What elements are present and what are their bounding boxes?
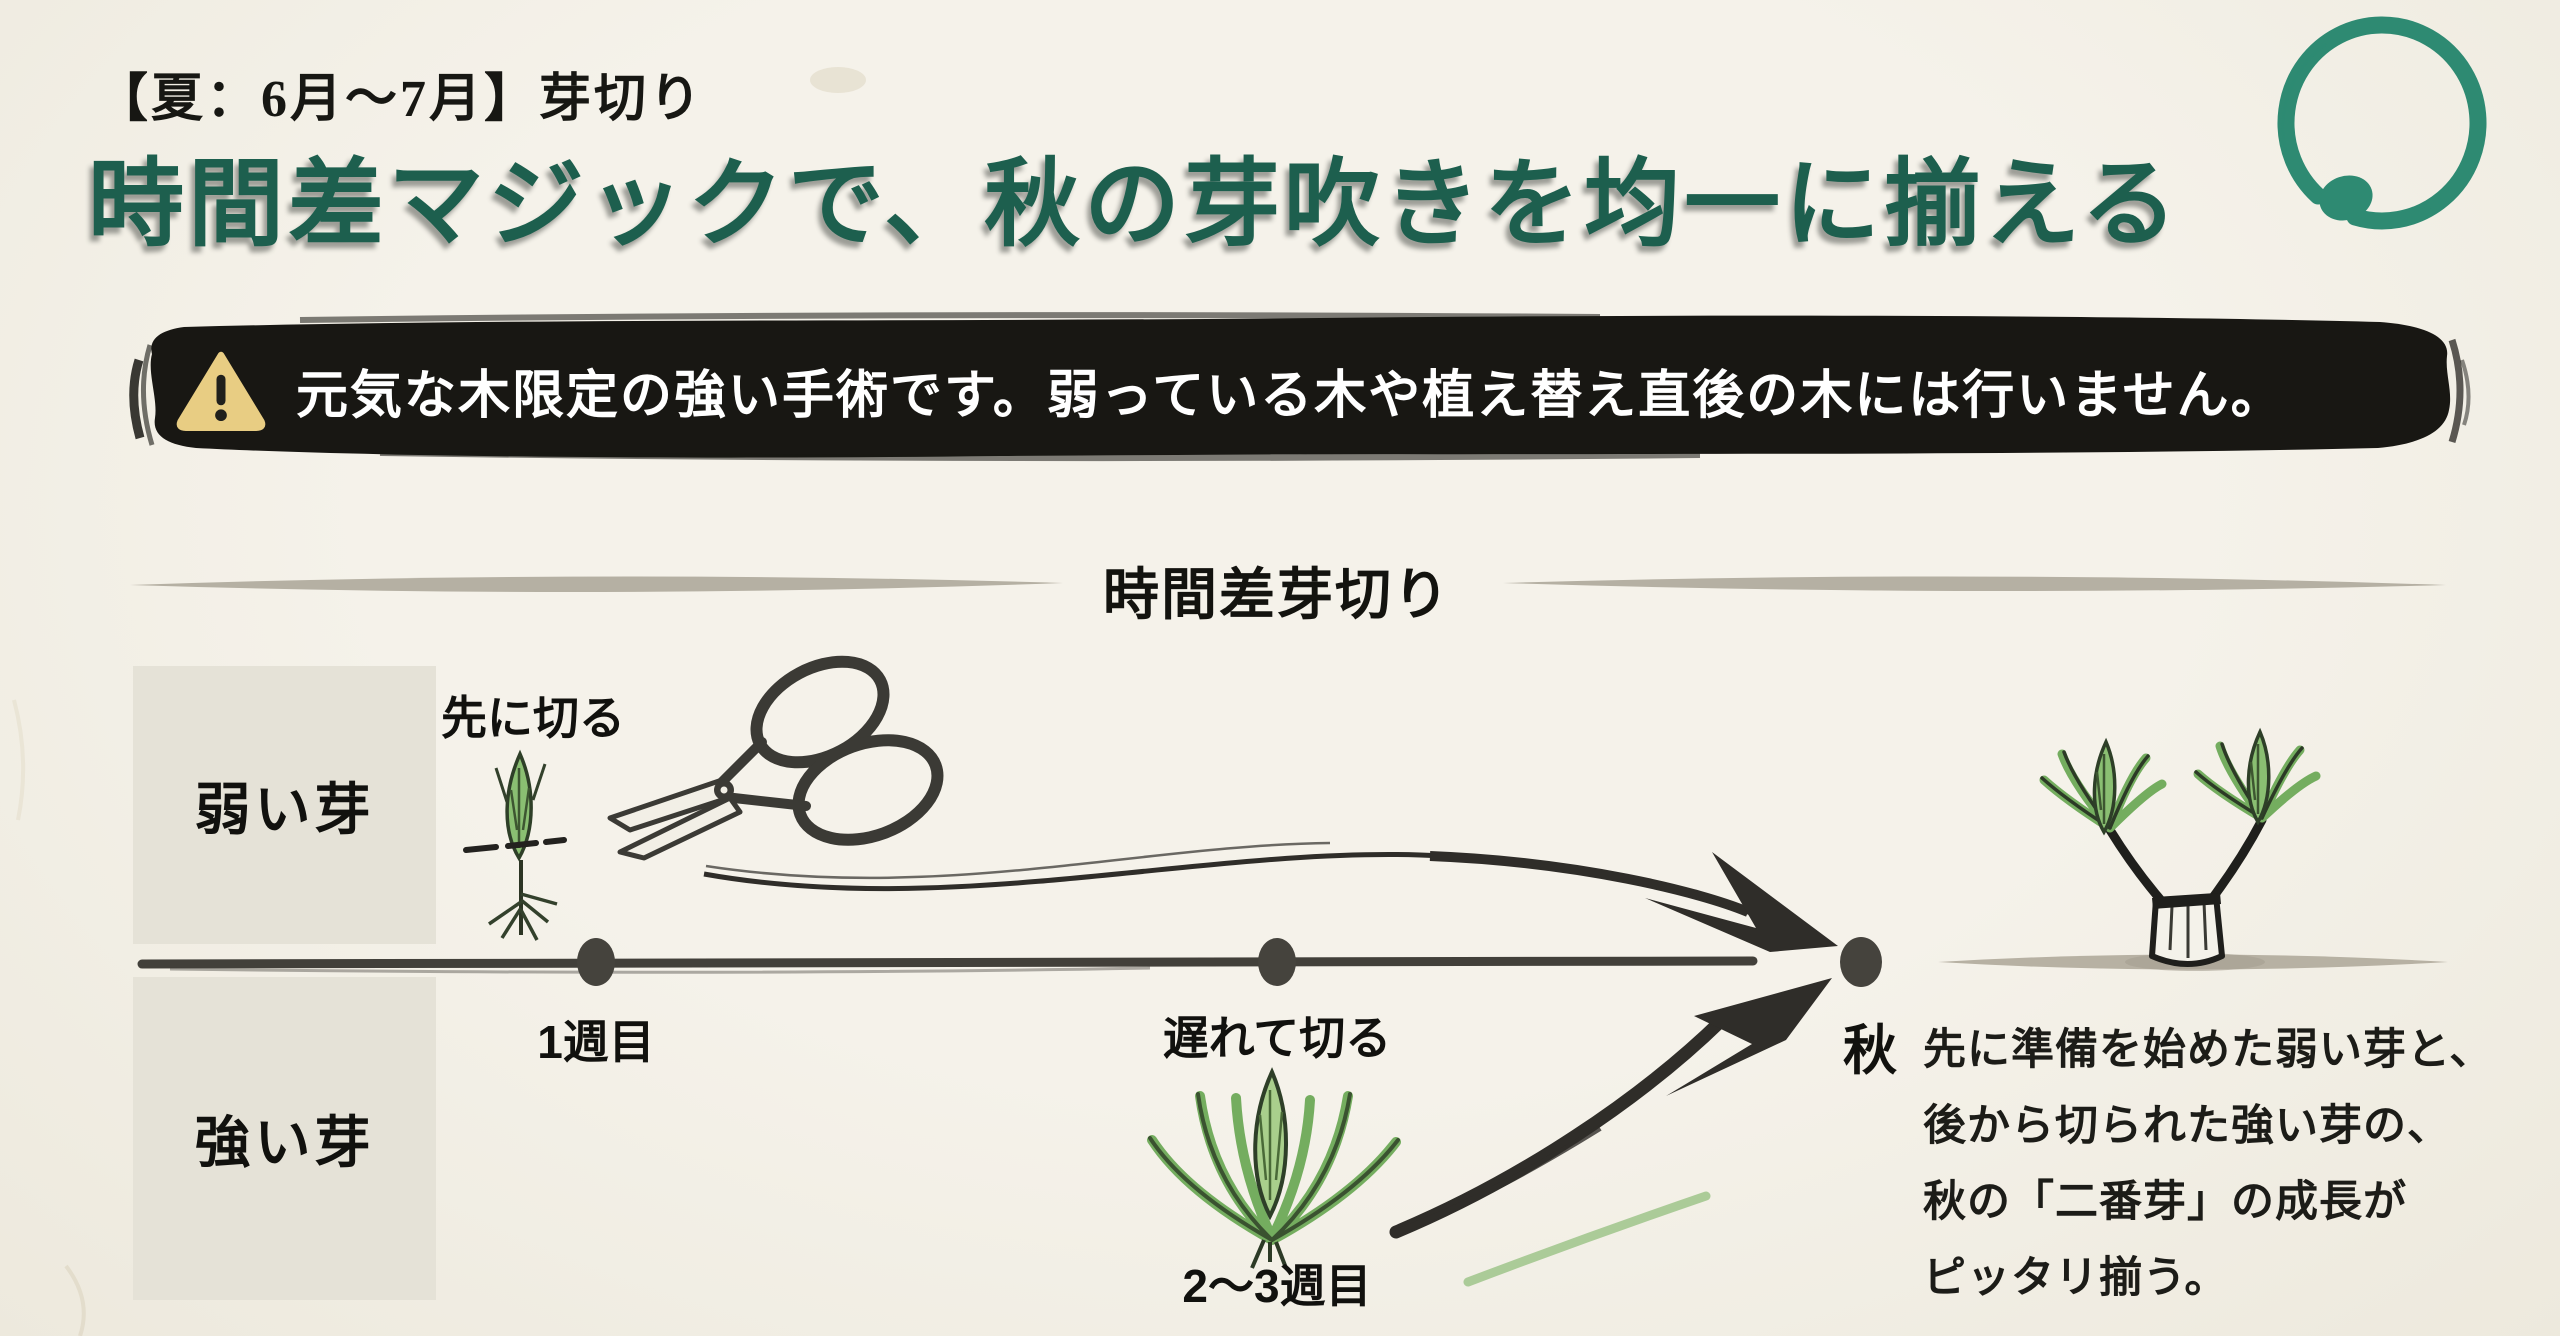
cut-mark-dashed-line bbox=[463, 837, 567, 853]
strong-bud-row-label: 強い芽 bbox=[194, 1111, 375, 1174]
scissors-icon bbox=[607, 655, 944, 861]
warning-banner: 元気な木限定の強い手術です。弱っている木や植え替え直後の木には行いません。 bbox=[176, 330, 2416, 450]
weak-bud-row-label: 弱い芽 bbox=[194, 777, 375, 841]
result-line-1: 先に準備を始めた弱い芽と、 bbox=[1923, 1026, 2494, 1074]
timeline-dot-autumn bbox=[1840, 937, 1882, 987]
result-line-3: 秋の「二番芽」の成長が bbox=[1923, 1178, 2407, 1226]
strong-bud-row-box: 強い芽 bbox=[133, 977, 436, 1300]
weak-bud-arrow bbox=[703, 841, 1838, 952]
page-title: 時間差マジックで、秋の芽吹きを均一に揃える bbox=[88, 151, 2182, 258]
section-divider-lines bbox=[130, 576, 2446, 593]
result-line-4: ピッタリ揃う。 bbox=[1923, 1254, 2229, 1302]
timeline-dot-week23 bbox=[1258, 938, 1296, 986]
timeline bbox=[137, 937, 2448, 987]
week1-label: 1週目 bbox=[537, 1016, 655, 1068]
cut-later-label: 遅れて切る bbox=[1162, 1012, 1392, 1064]
result-pine-right-bud bbox=[2193, 727, 2321, 826]
warning-text: 元気な木限定の強い手術です。弱っている木や植え替え直後の木には行いません。 bbox=[296, 366, 2285, 425]
strong-bud-arrow bbox=[1389, 978, 1832, 1287]
week2-3-label: 2～3週目 bbox=[1182, 1260, 1372, 1312]
warning-banner-brush bbox=[129, 312, 2471, 462]
warning-triangle-icon bbox=[176, 351, 266, 431]
weak-bud-illustration bbox=[463, 749, 567, 941]
timeline-dot-week1 bbox=[577, 938, 615, 986]
section-title: 時間差芽切り bbox=[1103, 563, 1451, 626]
weak-bud-row-box: 弱い芽 bbox=[133, 666, 436, 944]
strong-bud-illustration bbox=[1147, 1067, 1401, 1269]
page-kicker: 【夏：6月～7月】芽切り bbox=[96, 71, 705, 128]
green-echo-stroke bbox=[1463, 1191, 1711, 1287]
enso-logo bbox=[2277, 16, 2487, 230]
strong-bud-arrowhead bbox=[1666, 978, 1832, 1096]
paper-texture bbox=[12, 67, 866, 1336]
weak-bud-arrowhead bbox=[1645, 852, 1838, 952]
result-pine-illustration bbox=[2039, 727, 2321, 967]
result-line-2: 後から切られた強い芽の、 bbox=[1923, 1102, 2451, 1150]
result-pine-left-bud bbox=[2039, 737, 2167, 836]
autumn-label: 秋 bbox=[1843, 1021, 1897, 1081]
result-text-block: 先に準備を始めた弱い芽と、 後から切られた強い芽の、 秋の「二番芽」の成長が ピ… bbox=[1923, 1012, 2493, 1316]
cut-first-label: 先に切る bbox=[441, 692, 625, 744]
